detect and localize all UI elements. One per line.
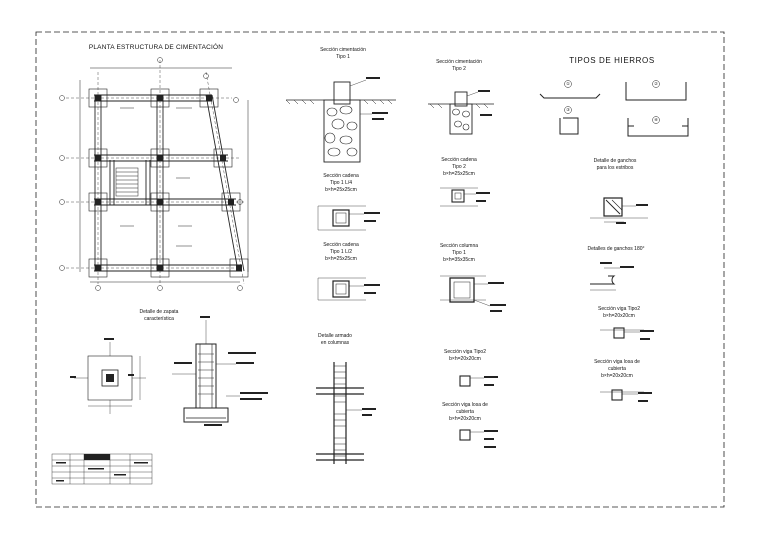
- label-cim2-a: Sección cimentación: [436, 59, 482, 65]
- detalle-ganchos-180: [590, 267, 620, 291]
- label-vigalosar-a: Sección viga losa de: [594, 359, 640, 365]
- section-viga-tipo2: [459, 375, 484, 387]
- detalle-ganchos: [590, 197, 648, 223]
- label-cad14-b: Tipo 1 L/4: [329, 180, 353, 186]
- hierro-mark-4: ④: [654, 117, 658, 122]
- label-cad2-b: Tipo 2: [452, 164, 466, 170]
- label-viga2-a: Sección viga Tipo2: [444, 349, 486, 355]
- label-col1-b: Tipo 1: [452, 250, 466, 256]
- section-columna-tipo1: [440, 275, 491, 307]
- label-vigalosar-c: b×h=20x20cm: [601, 373, 633, 379]
- sheet-border: [35, 31, 725, 508]
- section-cadena-l2: [317, 277, 366, 301]
- label-cim1-a: Sección cimentación: [320, 47, 366, 53]
- label-zapata-b: característica: [144, 316, 174, 322]
- hierro-mark-3: ③: [566, 107, 570, 112]
- section-viga-tipo2-right: [600, 327, 644, 339]
- tipos-de-hierros: [539, 80, 689, 137]
- foundation-plan: [59, 57, 249, 291]
- hierros-title: TIPOS DE HIERROS: [569, 56, 655, 65]
- hierro-mark-2: ②: [654, 81, 658, 86]
- label-zapata-a: Detalle de zapata: [139, 309, 179, 315]
- label-cim2-b: Tipo 2: [452, 66, 466, 72]
- detalle-zapata-elevacion: [172, 320, 240, 423]
- section-viga-losa-right: [600, 389, 644, 401]
- label-cad2-c: b×h=25x25cm: [443, 171, 475, 177]
- label-armado-b: en columnas: [320, 340, 350, 346]
- label-viga2-b: b×h=20x20cm: [449, 356, 481, 362]
- label-ganchos-b: para los estribos: [596, 165, 634, 171]
- plan-title: PLANTA ESTRUCTURA DE CIMENTACIÓN: [88, 44, 224, 51]
- label-vigalosar-b: cubierta: [608, 366, 626, 372]
- section-cadena-l4: [317, 205, 366, 231]
- hierro-mark-1: ①: [566, 81, 570, 86]
- label-cad12-a: Sección cadena: [323, 242, 359, 248]
- label-ganchos-a: Detalle de ganchos: [593, 158, 637, 164]
- label-cim1-b: Tipo 1: [336, 54, 350, 60]
- section-viga-losa: [459, 429, 484, 441]
- label-vigalosa-b: cubierta: [456, 409, 474, 415]
- label-viga2r-a: Sección viga Tipo2: [598, 306, 640, 312]
- detalle-zapata: [74, 342, 146, 414]
- label-cad12-c: b×h=25x25cm: [325, 256, 357, 262]
- label-vigalosa-a: Sección viga losa de: [442, 402, 488, 408]
- label-cad12-b: Tipo 1 L/2: [329, 249, 353, 255]
- section-cimentacion-tipo1: [285, 79, 396, 163]
- label-armado-a: Detalle armado: [318, 333, 352, 339]
- label-cad14-c: b×h=25x25cm: [325, 187, 357, 193]
- label-cad14-a: Sección cadena: [323, 173, 359, 179]
- label-col1-c: b×h=35x35cm: [443, 257, 475, 263]
- section-cadena-tipo2: [440, 187, 478, 207]
- label-col1-a: Sección columna: [439, 243, 479, 249]
- label-vigalosa-c: b×h=20x20cm: [449, 416, 481, 422]
- detalle-armado-columnas: [316, 362, 364, 464]
- label-cad2-a: Sección cadena: [441, 157, 477, 163]
- label-ganchos180: Detalles de ganchos 180°: [587, 246, 645, 252]
- label-viga2r-b: b×h=20x20cm: [603, 313, 635, 319]
- section-cimentacion-tipo2: [428, 91, 494, 135]
